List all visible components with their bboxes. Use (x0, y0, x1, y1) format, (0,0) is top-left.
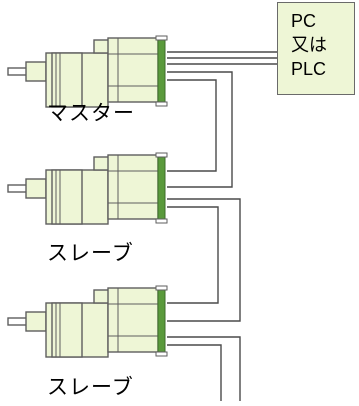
wires-master-to-pc (167, 51, 278, 65)
motor-slave-1 (7, 152, 168, 225)
motor-slave-2 (7, 285, 168, 358)
wires-slave1-to-slave2 (167, 198, 241, 322)
controller-line-2: 又は (291, 35, 327, 55)
motor-label-master: マスター (47, 102, 135, 125)
controller-line-3: PLC (291, 59, 327, 79)
controller-line-1: PC (291, 11, 317, 31)
controller-text: PC 又は PLC (278, 9, 354, 81)
wires-master-to-slave1 (167, 71, 233, 188)
controller-box: PC 又は PLC (277, 2, 355, 95)
wires-slave2-onward (167, 336, 241, 401)
motor-label-slave-2: スレーブ (47, 376, 134, 399)
motor-label-slave-1: スレーブ (47, 242, 134, 265)
